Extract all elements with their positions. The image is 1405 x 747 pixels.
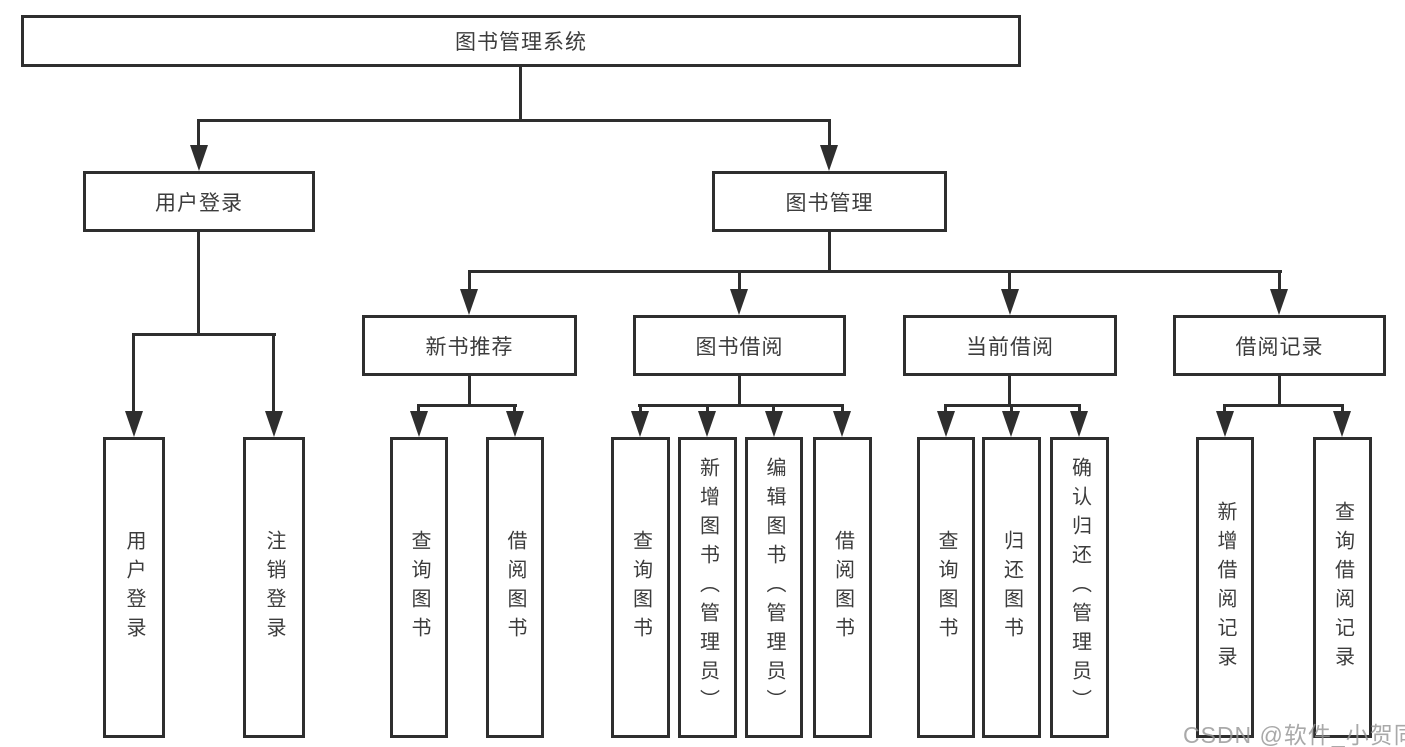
leaf-confirm-return-admin: 确认归还（管理员） xyxy=(1050,437,1109,738)
node-book-management-label: 图书管理 xyxy=(785,191,874,215)
leaf-label: 查询图书 xyxy=(629,529,652,646)
node-root: 图书管理系统 xyxy=(21,15,1021,67)
connector-drop-leaf xyxy=(1223,404,1226,414)
leaf-label: 借阅图书 xyxy=(831,529,854,646)
connector-stem-book-management xyxy=(828,231,831,273)
leaf-query-borrow-record: 查询借阅记录 xyxy=(1313,437,1372,738)
arrow-down xyxy=(190,145,208,171)
arrow-down xyxy=(937,411,955,437)
connector-drop-section xyxy=(1278,270,1281,291)
connector-drop-leaf xyxy=(841,404,844,414)
connector-drop-leaf xyxy=(944,404,947,414)
node-label: 新书推荐 xyxy=(425,335,514,359)
leaf-label: 查询图书 xyxy=(408,529,430,646)
arrow-down xyxy=(1270,289,1288,315)
connector-drop-leaf xyxy=(272,333,275,413)
leaf-label: 确认归还（管理员） xyxy=(1068,457,1091,718)
connector-bus-new-book-recommend xyxy=(417,404,517,407)
arrow-down xyxy=(833,411,851,437)
connector-drop-leaf xyxy=(513,404,516,414)
leaf-query-books-recommend: 查询图书 xyxy=(390,437,448,738)
node-root-label: 图书管理系统 xyxy=(455,31,587,54)
connector-drop-leaf xyxy=(1010,404,1013,414)
connector-drop-leaf xyxy=(639,404,642,414)
connector-bus-borrow-records xyxy=(1223,404,1344,407)
leaf-label: 借阅图书 xyxy=(504,529,526,646)
arrow-down xyxy=(820,145,838,171)
node-label: 借阅记录 xyxy=(1235,335,1324,359)
leaf-label: 新增图书（管理员） xyxy=(696,457,719,718)
connector-stem-user-login xyxy=(197,231,200,336)
node-new-book-recommend: 新书推荐 xyxy=(362,315,577,376)
leaf-query-books-borrow: 查询图书 xyxy=(611,437,670,738)
leaf-return-book: 归还图书 xyxy=(982,437,1041,738)
arrow-down xyxy=(125,411,143,437)
connector-drop-book-management xyxy=(828,119,831,147)
leaf-label: 归还图书 xyxy=(1000,529,1023,646)
leaf-label: 注销登录 xyxy=(263,529,285,646)
connector-drop-leaf xyxy=(1078,404,1081,414)
leaf-label: 查询借阅记录 xyxy=(1331,500,1354,675)
arrow-down xyxy=(1002,411,1020,437)
node-user-login: 用户登录 xyxy=(83,171,315,232)
connector-bus-book-borrow xyxy=(638,404,844,407)
leaf-label: 新增借阅记录 xyxy=(1214,500,1236,675)
leaf-query-books-current: 查询图书 xyxy=(917,437,975,738)
leaf-label: 编辑图书（管理员） xyxy=(763,457,785,718)
leaf-borrow-books: 借阅图书 xyxy=(813,437,872,738)
arrow-down xyxy=(765,411,783,437)
arrow-down xyxy=(1070,411,1088,437)
arrow-down xyxy=(506,411,524,437)
arrow-down xyxy=(698,411,716,437)
connector-bus-root xyxy=(197,119,831,122)
node-book-management: 图书管理 xyxy=(712,171,947,232)
connector-stem-borrow-records xyxy=(1278,375,1281,407)
arrow-down xyxy=(265,411,283,437)
connector-stem-book-borrow xyxy=(738,375,741,407)
leaf-add-borrow-record: 新增借阅记录 xyxy=(1196,437,1254,738)
connector-drop-user-login xyxy=(197,119,200,147)
connector-drop-leaf xyxy=(772,404,775,414)
node-current-borrow: 当前借阅 xyxy=(903,315,1117,376)
arrow-down xyxy=(460,289,478,315)
connector-drop-leaf xyxy=(417,404,420,414)
node-user-login-label: 用户登录 xyxy=(155,191,243,215)
leaf-user-login: 用户登录 xyxy=(103,437,165,738)
arrow-down xyxy=(410,411,428,437)
connector-stem-new-book-recommend xyxy=(468,375,471,407)
leaf-add-book-admin: 新增图书（管理员） xyxy=(678,437,737,738)
connector-drop-section xyxy=(738,270,741,291)
csdn-watermark: CSDN @软件_小贺同学 xyxy=(1183,722,1405,747)
connector-drop-leaf xyxy=(1341,404,1344,414)
connector-stem-root xyxy=(519,66,522,122)
leaf-label: 用户登录 xyxy=(123,529,145,646)
arrow-down xyxy=(631,411,649,437)
leaf-edit-book-admin: 编辑图书（管理员） xyxy=(745,437,803,738)
node-label: 当前借阅 xyxy=(966,335,1054,359)
connector-drop-leaf xyxy=(706,404,709,414)
node-label: 图书借阅 xyxy=(695,335,784,359)
connector-stem-current-borrow xyxy=(1008,375,1011,407)
connector-drop-leaf xyxy=(132,333,135,413)
arrow-down xyxy=(730,289,748,315)
arrow-down xyxy=(1216,411,1234,437)
leaf-label: 查询图书 xyxy=(935,529,957,646)
node-book-borrow: 图书借阅 xyxy=(633,315,846,376)
connector-bus-book-management xyxy=(468,270,1282,273)
connector-drop-section xyxy=(468,270,471,291)
leaf-borrow-books-recommend: 借阅图书 xyxy=(486,437,544,738)
connector-drop-section xyxy=(1008,270,1011,291)
arrow-down xyxy=(1001,289,1019,315)
node-borrow-records: 借阅记录 xyxy=(1173,315,1386,376)
arrow-down xyxy=(1333,411,1351,437)
connector-bus-user-login xyxy=(132,333,276,336)
leaf-logout: 注销登录 xyxy=(243,437,305,738)
